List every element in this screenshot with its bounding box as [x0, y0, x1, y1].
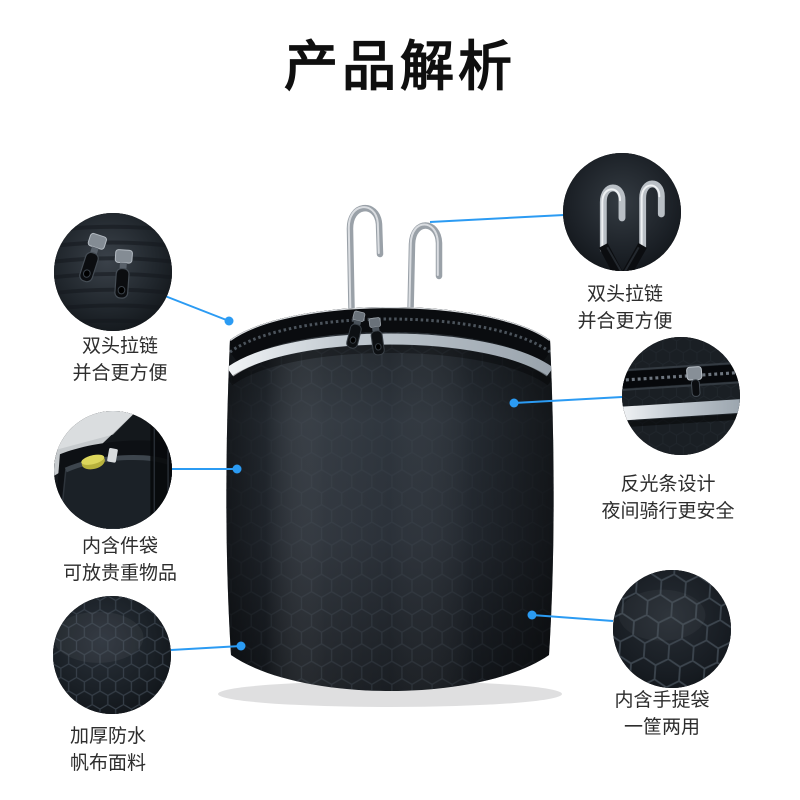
callout-label-inner-handbag: 内含手提袋 一筐两用 [572, 687, 752, 741]
zipper-closeup [622, 361, 740, 391]
zipper-pull-b [114, 249, 133, 299]
label-line-1: 内含手提袋 [614, 690, 710, 711]
callout-connectors [164, 214, 623, 651]
reflective-strip-closeup [622, 399, 740, 428]
label-line-2: 帆布面料 [69, 753, 146, 774]
zipper-slider [686, 366, 703, 397]
callout-line-double-zipper-left [164, 295, 230, 322]
hex-weave-large [613, 570, 731, 688]
canvas-bag [226, 307, 554, 691]
hook-straps [598, 243, 647, 271]
zipper-pulls-photo [54, 213, 172, 331]
bag-strip-shadow [227, 345, 553, 386]
canvas-texture-photo [53, 596, 171, 714]
floor-shadow [218, 681, 562, 707]
callout-label-thick-canvas: 加厚防水 帆布面料 [18, 723, 198, 777]
hex-weave [53, 596, 171, 714]
sheen [53, 611, 144, 663]
bag-zipper-pulls [346, 310, 385, 356]
inner-pocket-photo [54, 411, 172, 529]
sheen [618, 589, 706, 641]
callout-dot [232, 464, 242, 474]
reflective-strip-photo [622, 337, 740, 455]
label-line-1: 双头拉链 [586, 284, 663, 305]
zipper-pull-a [79, 232, 107, 283]
label-line-1: 双头拉链 [81, 336, 158, 357]
photo-inner-handbag [613, 570, 731, 688]
label-line-1: 内含件袋 [81, 536, 158, 557]
page-title: 产品解析 [284, 37, 516, 97]
photo-double-zipper-left [54, 213, 172, 331]
white-tag [107, 448, 118, 463]
bag-top-rim [229, 307, 551, 341]
hanging-hooks [599, 180, 665, 253]
hex-weave [622, 337, 740, 455]
callout-label-reflective-strip: 反光条设计 夜间骑行更安全 [575, 471, 761, 525]
callout-dot [236, 641, 246, 651]
callout-line-double-zipper-right [429, 214, 565, 223]
callout-line-reflective-strip [513, 396, 623, 404]
label-line-2: 并合更方便 [577, 311, 673, 332]
photo-reflective-strip [622, 337, 740, 455]
photo-inner-pocket [54, 411, 172, 529]
callout-label-double-zipper-right: 双头拉链 并合更方便 [535, 281, 715, 335]
photo-double-zipper-right [563, 153, 681, 271]
callout-line-thick-canvas [170, 645, 242, 651]
label-line-2: 一筐两用 [623, 717, 700, 738]
photo-thick-canvas [53, 596, 171, 714]
fabric-ribs [54, 224, 172, 326]
handbag-texture-photo [613, 570, 731, 688]
valuable-item [81, 454, 105, 470]
mount-hooks [346, 204, 443, 338]
callout-dot [509, 398, 519, 408]
bag-zipper-teeth [229, 317, 551, 354]
label-line-2: 夜间骑行更安全 [601, 501, 735, 522]
label-line-1: 加厚防水 [69, 726, 146, 747]
callout-label-double-zipper-left: 双头拉链 并合更方便 [30, 333, 210, 387]
callout-dot [527, 610, 537, 620]
label-line-2: 并合更方便 [72, 363, 168, 384]
hooks-photo [563, 153, 681, 271]
callout-label-inner-pocket: 内含件袋 可放贵重物品 [30, 533, 210, 587]
label-line-2: 可放贵重物品 [62, 563, 177, 584]
callout-dots [224, 316, 537, 651]
callout-dot [224, 316, 234, 326]
callout-line-inner-handbag [531, 614, 614, 622]
bag-reflective-strip [226, 333, 554, 377]
label-line-1: 反光条设计 [620, 474, 716, 495]
